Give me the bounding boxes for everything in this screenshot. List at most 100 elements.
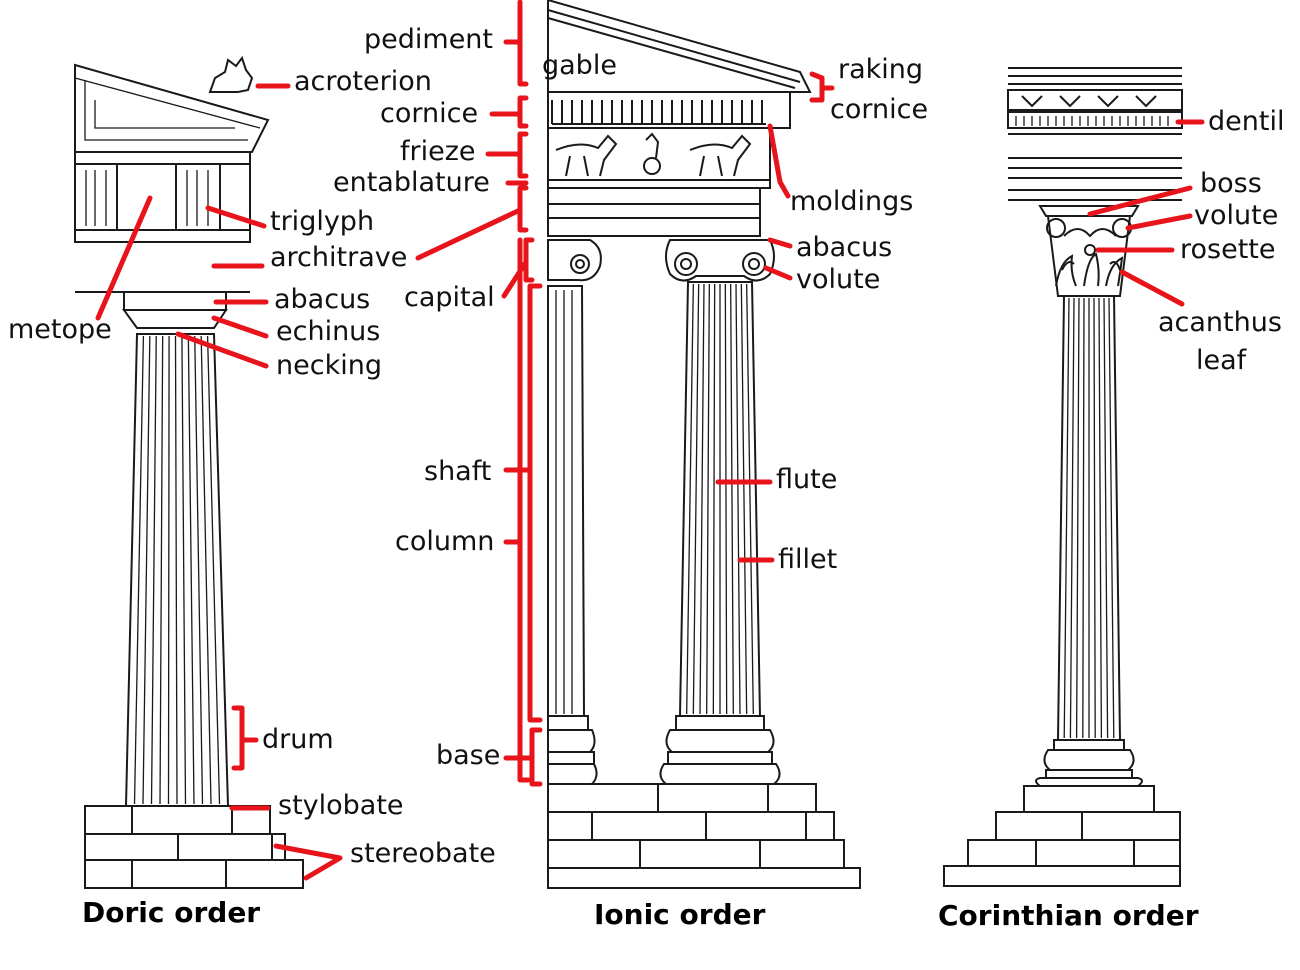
acroterion-ornament [208,55,254,93]
doric-step-2 [84,833,286,861]
flute-line [142,335,151,805]
ionic-capital [665,239,775,282]
label-necking: necking [276,350,382,381]
triglyph-right [175,163,221,231]
title-ionic-order: Ionic order [594,898,766,931]
flute-line [1108,297,1115,739]
flute-line [730,283,734,715]
flute-line [181,335,187,805]
doric-pediment [74,63,270,153]
flute-line [740,283,748,715]
label-acroterion: acroterion [294,66,432,97]
leader-boss [1087,185,1193,217]
flute-line [735,283,741,715]
label-acanthus: acanthus [1158,307,1282,338]
flute-line [1103,297,1109,739]
flute-line [1093,297,1096,739]
bracket-cornice [489,95,529,129]
corinthian-column-drawing [943,67,1183,887]
flute-line [1069,297,1075,739]
flute-line [1082,297,1085,739]
ionic-frieze [547,127,771,181]
label-cornice-raking: cornice [830,94,929,125]
doric-step-3 [84,859,304,889]
label-stylobate: stylobate [278,790,404,821]
label-abacus-ionic: abacus [796,232,893,263]
ionic-cornice [547,91,791,129]
flute-line [1075,297,1080,739]
bracket-base [503,727,543,787]
leader-architrave-ionic [415,207,523,261]
leader-echinus [211,315,269,339]
leader-volute-ionic [763,265,793,281]
flute-line [692,283,700,715]
label-leaf: leaf [1196,345,1247,376]
doric-column-drawing [74,55,304,889]
leader-abacus-ionic [767,237,793,249]
flute-line [194,335,204,805]
flute-line [724,283,728,715]
flute-line [746,283,754,715]
flute-line [1063,297,1070,739]
triglyph-left [74,163,118,231]
ionic-base [675,715,765,731]
label-rosette: rosette [1180,234,1276,265]
flute-line [706,283,710,715]
flute-line [174,335,178,805]
label-abacus: abacus [274,284,371,315]
label-volute-corinthian: volute [1194,200,1279,231]
label-boss: boss [1200,168,1262,199]
doric-stylobate [84,805,271,835]
doric-abacus [123,291,227,311]
label-volute-ionic: volute [796,264,881,295]
flute-line [200,335,212,805]
flute-line [699,283,705,715]
flute-line [150,335,157,805]
leader-moldings [767,123,791,199]
label-moldings: moldings [790,186,914,217]
label-flute: flute [776,464,838,495]
flute-line [133,335,145,805]
flute-line [1098,297,1103,739]
label-stereobate: stereobate [350,838,496,869]
label-raking: raking [838,54,924,85]
label-cornice: cornice [380,98,479,129]
flute-line [167,335,170,805]
rosette-flower [1084,244,1096,256]
label-column: column [395,526,495,557]
label-gable: gable [542,50,617,81]
label-metope: metope [8,314,112,345]
doric-echinus [122,309,228,329]
ionic-pediment [547,0,812,93]
title-corinthian-order: Corinthian order [938,899,1199,932]
label-architrave: architrave [270,242,408,273]
label-shaft: shaft [424,456,492,487]
label-base: base [436,740,501,771]
bracket-pediment [503,0,529,87]
leader-acanthus [1119,269,1185,307]
leader-triglyph [205,205,267,229]
flute-line [712,283,716,715]
label-pediment: pediment [364,24,494,55]
bracket-drum [231,705,259,771]
leader-capital [501,259,529,299]
label-echinus: echinus [276,316,381,347]
flute-line [187,335,195,805]
label-entablature: entablature [333,167,490,198]
flute-line [686,283,694,715]
leader-stereobate [273,843,343,881]
label-capital: capital [404,282,495,313]
label-frieze: frieze [400,136,476,167]
bracket-frieze [485,131,529,179]
label-dentil: dentil [1208,106,1285,137]
ionic-column-drawing [547,0,861,889]
leader-necking [175,331,269,369]
leader-volute-corinthian [1125,213,1193,231]
bracket-raking-cornice [809,71,835,103]
leader-lines [95,0,1205,881]
title-doric-order: Doric order [82,896,261,929]
label-fillet: fillet [778,544,838,575]
bracket-column [503,237,531,783]
